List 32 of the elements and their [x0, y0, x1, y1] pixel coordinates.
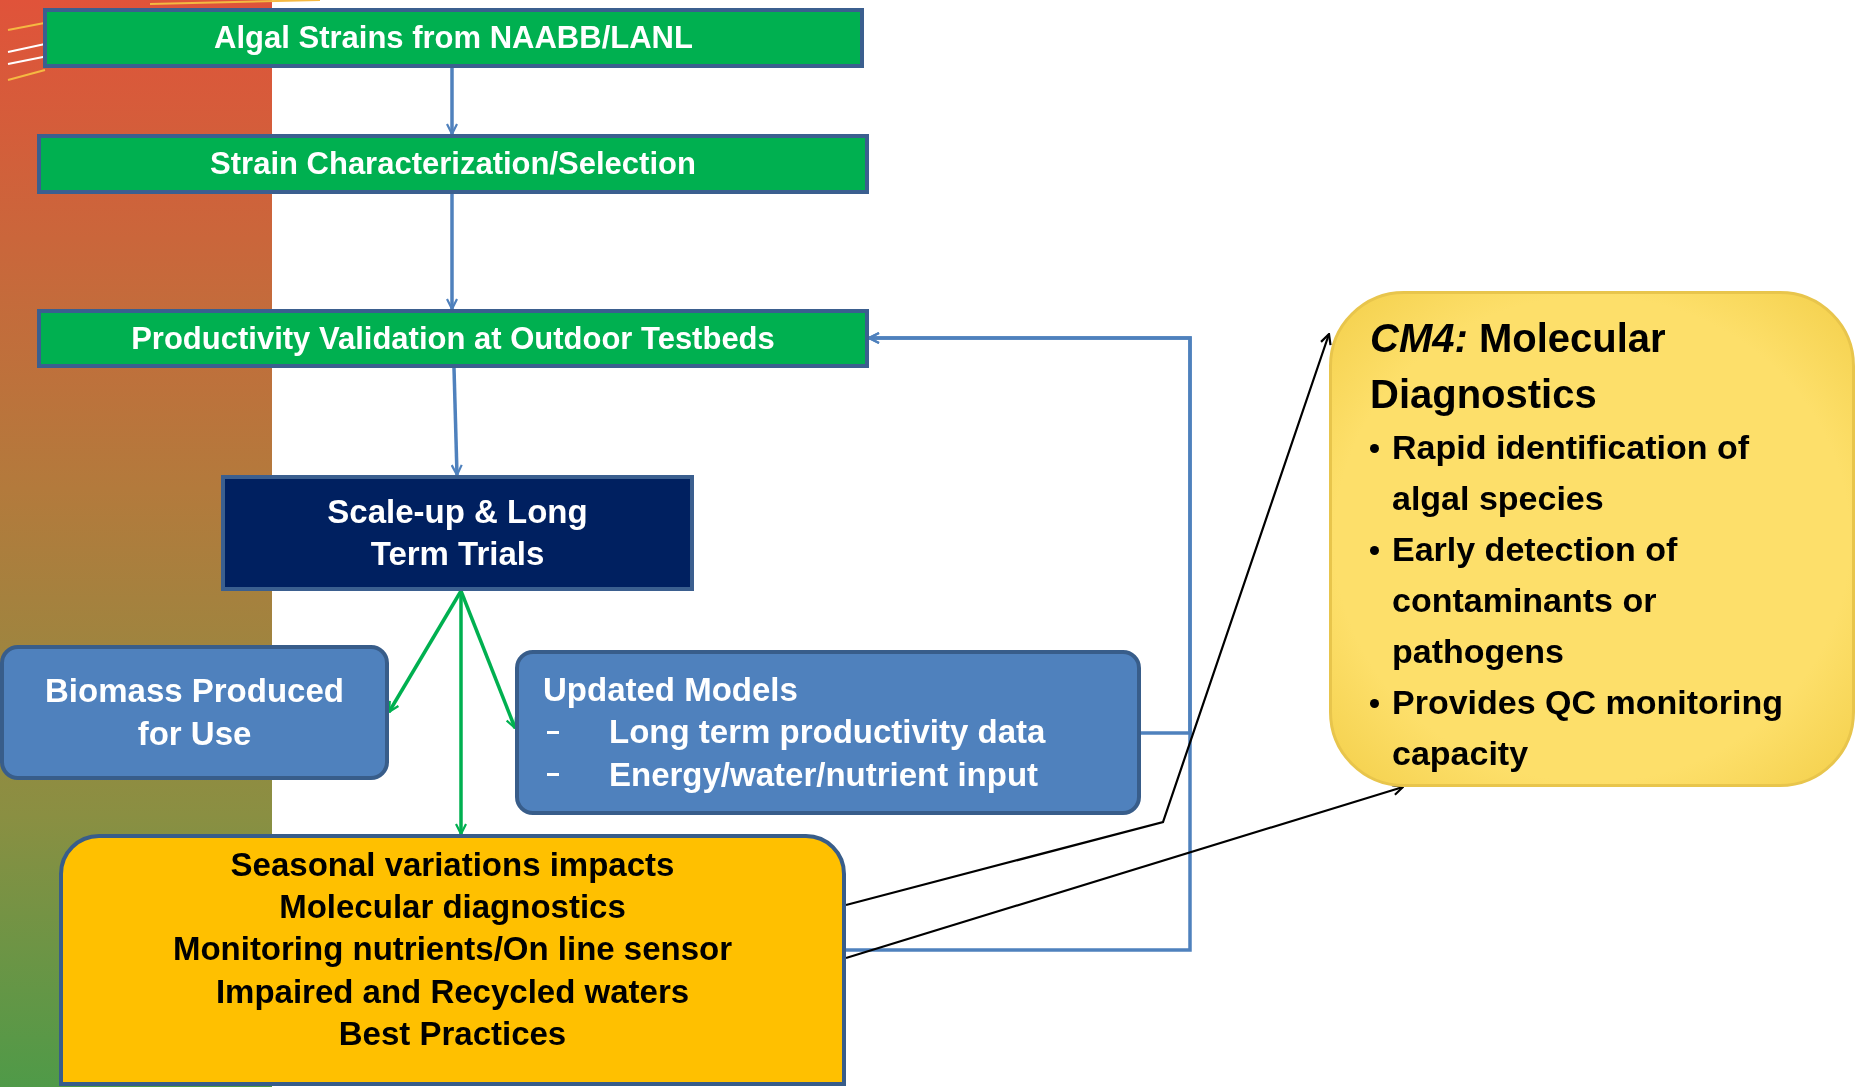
process-box	[37, 309, 869, 368]
box-text: Impaired and Recycled waters	[214, 971, 691, 1012]
topics-box	[59, 834, 846, 1086]
arrow	[846, 331, 1192, 952]
bullet-text: Early detection of contaminants or pathogens	[1392, 529, 1679, 672]
list-item-text: Energy/water/nutrient input	[609, 754, 1039, 795]
box-text: Best Practices	[337, 1013, 568, 1054]
box-text: Seasonal variations impacts	[229, 845, 676, 885]
output-box	[0, 645, 389, 780]
bullet-text: Rapid identification of algal species	[1392, 427, 1750, 519]
arrow	[445, 68, 459, 136]
arrow	[459, 590, 518, 730]
bullet-text: Provides QC monitoring capacity	[1392, 682, 1785, 774]
box-text: Strain Characterization/Selection	[209, 145, 697, 184]
box-text: Monitoring nutrients/On line sensor	[171, 929, 734, 970]
arrow	[845, 784, 1405, 960]
box-text: Biomass Produced for Use	[44, 671, 345, 754]
box-heading: CM4: Molecular Diagnostics	[1370, 315, 1667, 418]
output-box	[515, 650, 1141, 815]
box-text: Productivity Validation at Outdoor Testbeds	[130, 319, 776, 358]
box-text: Scale-up & Long Term Trials	[326, 491, 589, 574]
process-box	[43, 8, 864, 68]
arrow	[445, 194, 459, 311]
process-box	[37, 134, 869, 194]
box-text: Algal Strains from NAABB/LANL	[213, 19, 694, 58]
callout-box	[1329, 291, 1855, 787]
box-heading: Updated Models	[543, 670, 799, 711]
arrow	[845, 332, 1332, 907]
arrow	[450, 367, 463, 477]
box-text: Molecular diagnostics	[278, 887, 627, 928]
list-item-text: Long term productivity data	[609, 712, 1046, 753]
process-box	[221, 475, 694, 591]
